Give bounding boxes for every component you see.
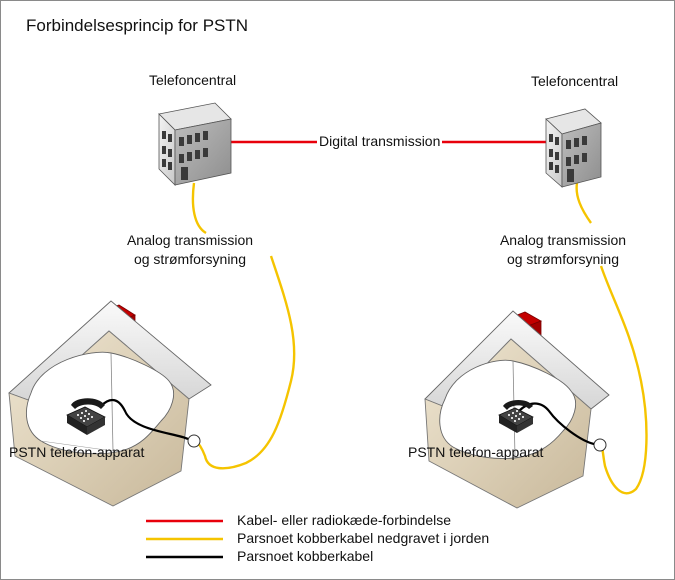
analog-right-label: Analog transmission og strømforsyning: [483, 231, 643, 269]
legend-item-black: Parsnoet kobberkabel: [237, 548, 374, 564]
analog-left-line1: Analog transmission: [126, 232, 254, 248]
central-building-right: [545, 108, 602, 188]
wall-socket-icon: [593, 438, 607, 452]
house-right: [424, 310, 610, 509]
analog-left-label: Analog transmission og strømforsyning: [110, 231, 270, 269]
legend-item-yellow: Parsnoet kobberkabel nedgravet i jorden: [237, 530, 490, 546]
analog-right-line1: Analog transmission: [499, 232, 627, 248]
central-left-label: Telefoncentral: [149, 72, 237, 88]
buried-cable-right: [575, 182, 648, 495]
legend-item-red: Kabel- eller radiokæde-forbindelse: [237, 512, 452, 528]
digital-transmission-label: Digital transmission: [317, 132, 443, 151]
analog-left-line2: og strømforsyning: [133, 251, 247, 267]
telephone-icon: [498, 399, 534, 433]
central-right-label: Telefoncentral: [531, 73, 619, 89]
diagram-title: Forbindelsesprincip for PSTN: [26, 16, 249, 35]
phone-left-label: PSTN telefon-apparat: [9, 444, 145, 460]
house-left: [8, 300, 212, 507]
central-building-left: [158, 102, 232, 186]
analog-right-line2: og strømforsyning: [506, 251, 620, 267]
buried-cable-left: [191, 182, 296, 470]
wall-socket-icon: [187, 434, 201, 448]
phone-right-label: PSTN telefon-apparat: [408, 444, 544, 460]
telephone-icon: [66, 398, 106, 435]
